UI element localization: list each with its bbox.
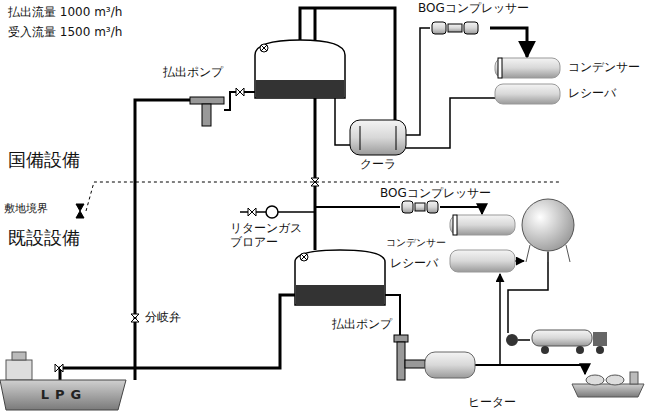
flow-rate-note: 受入流量 1500 m³/h [8, 26, 122, 40]
equipment-label: ヒーター [468, 396, 516, 410]
area-label: 既設設備 [8, 228, 80, 249]
flow-rate-note: 払出流量 1000 m³/h [8, 6, 122, 20]
equipment-label: リターンガス ブロアー [230, 222, 308, 250]
equipment-label: BOGコンプレッサー [380, 187, 491, 201]
valve-label: 分岐弁 [145, 311, 181, 325]
equipment-label: コンデンサー [386, 237, 446, 249]
equipment-label: レシーバ [390, 257, 438, 271]
equipment-label: クーラ [360, 158, 396, 172]
ship-marking: LPG [41, 387, 87, 402]
equipment-label: コンデンサー [568, 61, 640, 75]
equipment-label: 払出ポンプ [163, 66, 223, 80]
boundary-label: 敷地境界 [4, 203, 48, 216]
area-label: 国備設備 [8, 150, 80, 171]
equipment-label: BOGコンプレッサー [418, 2, 529, 16]
equipment-label: 払出ポンプ [332, 318, 392, 332]
ship-hull: LPG [16, 382, 112, 406]
equipment-label: レシーバ [568, 87, 616, 101]
